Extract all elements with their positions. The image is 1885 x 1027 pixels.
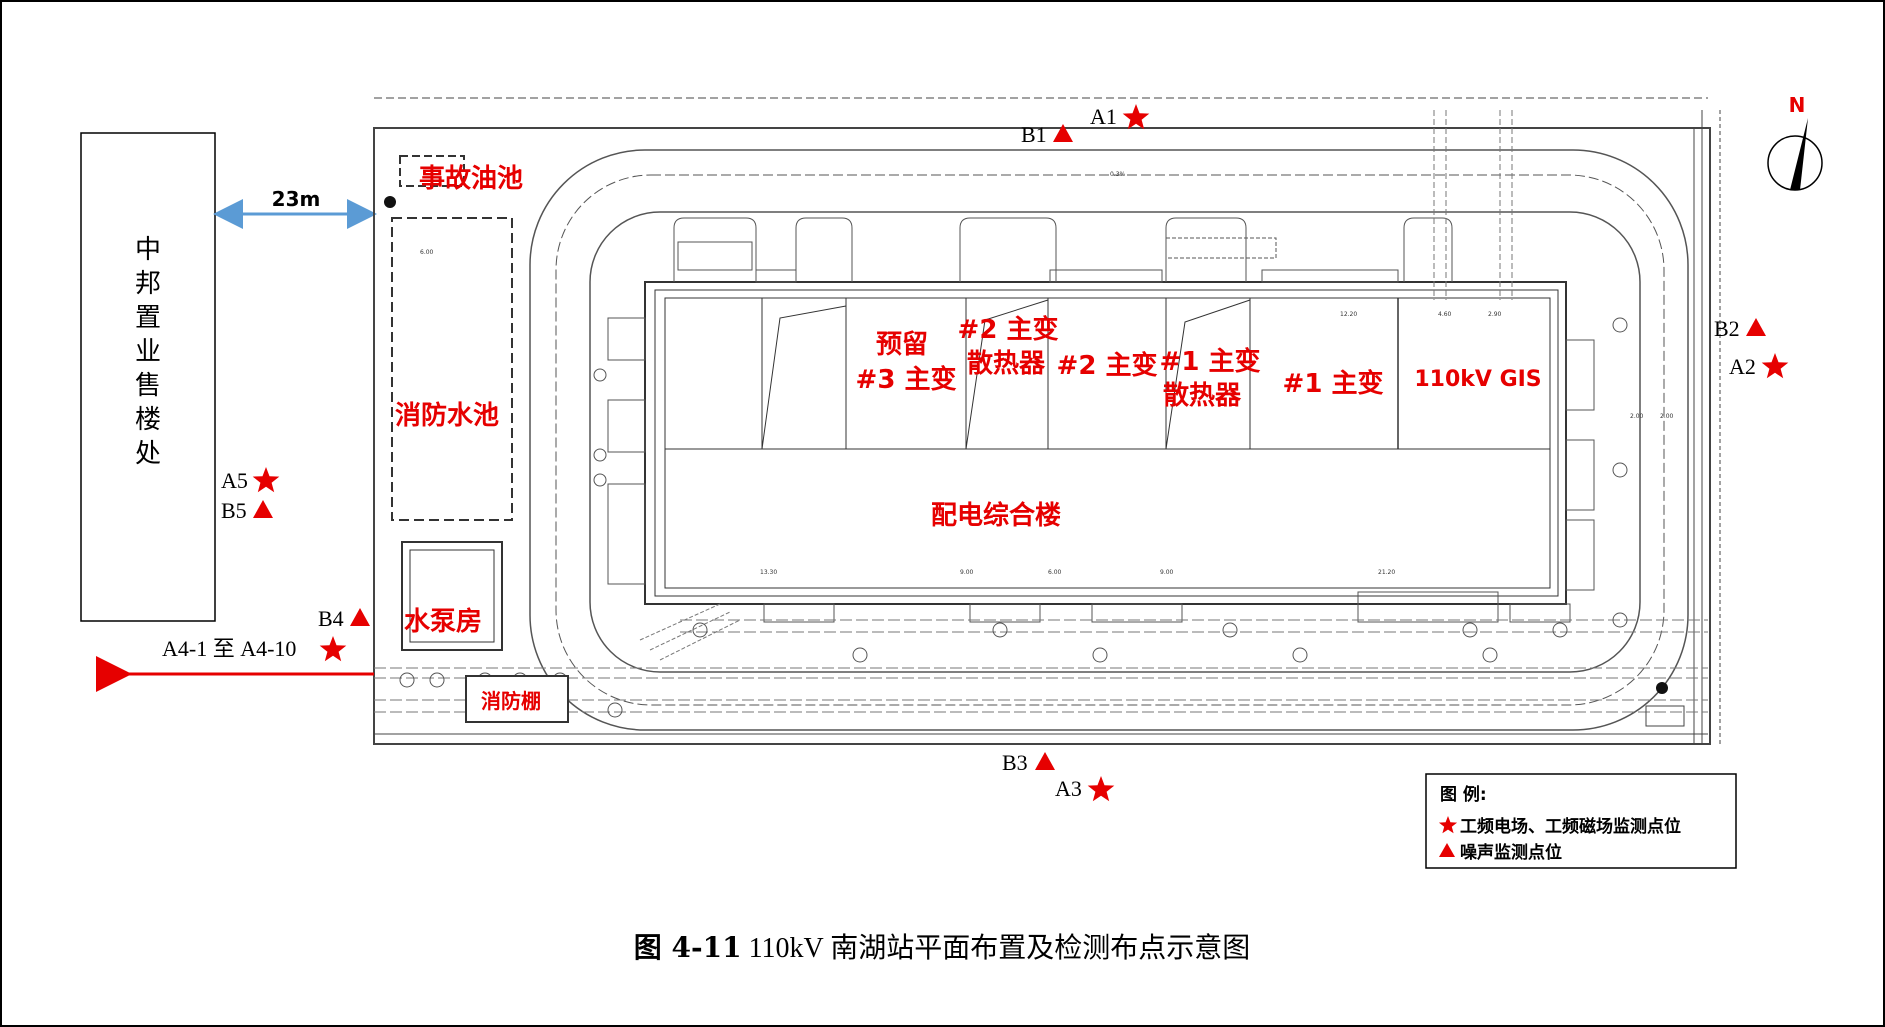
rad2-label-1: #2 主变	[958, 314, 1059, 345]
building-char-3: 置	[135, 303, 161, 333]
star-icon	[1438, 816, 1458, 834]
legend: 图 例: 工频电场、工频磁场监测点位 噪声监测点位	[1425, 773, 1737, 869]
legend-title: 图 例:	[1440, 784, 1487, 805]
building-bottom-bays	[763, 591, 1571, 623]
gis-label: 110kV GIS	[1414, 367, 1541, 392]
building-label: 配电综合楼	[931, 500, 1061, 531]
building-top-bays	[673, 217, 1453, 283]
oil-pool-outline	[399, 155, 465, 187]
reserved-label-1: 预留	[876, 330, 928, 360]
rad2-label-2: 散热器	[967, 349, 1046, 379]
svg-text:6.00: 6.00	[1048, 569, 1062, 576]
point-A5-label: A5	[221, 468, 248, 493]
marker-dot-2	[1656, 682, 1668, 694]
star-icon	[252, 467, 280, 493]
star-icon	[1122, 104, 1150, 130]
distance-label: 23m	[272, 187, 321, 211]
svg-text:2.00: 2.00	[1630, 413, 1644, 420]
triangle-icon	[253, 500, 273, 518]
main2-label: #2 主变	[1057, 350, 1158, 381]
svg-text:6.00: 6.00	[420, 249, 434, 256]
building-char-1: 中	[135, 235, 161, 265]
caption-bold: 图 4-11	[634, 931, 742, 964]
svg-text:13.30: 13.30	[760, 569, 777, 576]
fire-shed-outline	[465, 675, 569, 723]
star-icon	[319, 636, 347, 662]
caption-rest: 110kV 南湖站平面布置及检测布点示意图	[742, 932, 1251, 964]
manholes	[399, 317, 1628, 718]
point-B5-label: B5	[221, 498, 247, 523]
point-A3-label: A3	[1055, 776, 1082, 801]
point-B4-label: B4	[318, 606, 344, 631]
point-A2-label: A2	[1729, 354, 1756, 379]
point-B3-label: B3	[1002, 750, 1028, 775]
monitoring-points: A1 B1 B2 A2 A5 B5 B4 A4-1 至 A4-10 B3 A3	[96, 104, 1789, 802]
svg-text:0.3%: 0.3%	[1110, 171, 1126, 178]
distribution-building	[644, 281, 1567, 605]
triangle-icon	[1746, 318, 1766, 336]
building-char-5: 售	[135, 371, 161, 401]
legend-triangle-text: 噪声监测点位	[1460, 842, 1562, 863]
north-arrow: N	[1767, 93, 1823, 191]
triangle-icon	[1035, 752, 1055, 770]
rad1-label-2: 散热器	[1163, 381, 1242, 411]
cable-trench	[374, 110, 1708, 713]
svg-text:9.00: 9.00	[1160, 569, 1174, 576]
north-label: N	[1789, 93, 1806, 117]
fire-pool-label: 消防水池	[395, 401, 499, 431]
legend-star-text: 工频电场、工频磁场监测点位	[1460, 816, 1681, 837]
fire-shed-label: 消防棚	[481, 689, 541, 713]
pump-room-outline	[401, 541, 503, 651]
marker-dot-1	[384, 196, 396, 208]
svg-text:2.90: 2.90	[1488, 311, 1502, 318]
svg-text:21.20: 21.20	[1378, 569, 1395, 576]
svg-text:4.60: 4.60	[1438, 311, 1452, 318]
triangle-icon	[1439, 843, 1455, 857]
building-side-bays	[607, 317, 1595, 591]
rad1-label-1: #1 主变	[1160, 346, 1261, 377]
oil-pool-label: 事故油池	[419, 164, 523, 194]
star-icon	[1761, 353, 1789, 379]
triangle-icon	[1053, 124, 1073, 142]
main1-label: #1 主变	[1283, 368, 1384, 399]
fire-pool-outline	[391, 217, 513, 521]
svg-text:2.00: 2.00	[1660, 413, 1674, 420]
star-icon	[1087, 776, 1115, 802]
ring-road	[529, 149, 1689, 731]
svg-text:9.00: 9.00	[960, 569, 974, 576]
point-B2-label: B2	[1714, 316, 1740, 341]
dimension-notes: 6.00 0.3% 12.20 4.60 2.90 13.30 9.00 6.00 9.00…	[420, 171, 1674, 576]
figure-caption: 图 4-11 110kV 南湖站平面布置及检测布点示意图	[634, 931, 1251, 964]
pump-room-label: 水泵房	[404, 607, 482, 637]
point-B1-label: B1	[1021, 122, 1047, 147]
building-char-2: 邦	[135, 269, 161, 299]
building-char-6: 楼	[135, 405, 161, 435]
svg-text:12.20: 12.20	[1340, 311, 1357, 318]
sales-office-building: 中 邦 置 业 售 楼 处	[80, 132, 216, 622]
building-char-7: 处	[135, 439, 161, 469]
site-boundary	[373, 97, 1721, 745]
point-A4-label: A4-1 至 A4-10	[162, 636, 296, 661]
reserved-label-2: #3 主变	[856, 364, 957, 395]
triangle-icon	[350, 608, 370, 626]
building-char-4: 业	[135, 337, 161, 367]
point-A1-label: A1	[1090, 104, 1117, 129]
gate-symbol	[1645, 705, 1685, 727]
